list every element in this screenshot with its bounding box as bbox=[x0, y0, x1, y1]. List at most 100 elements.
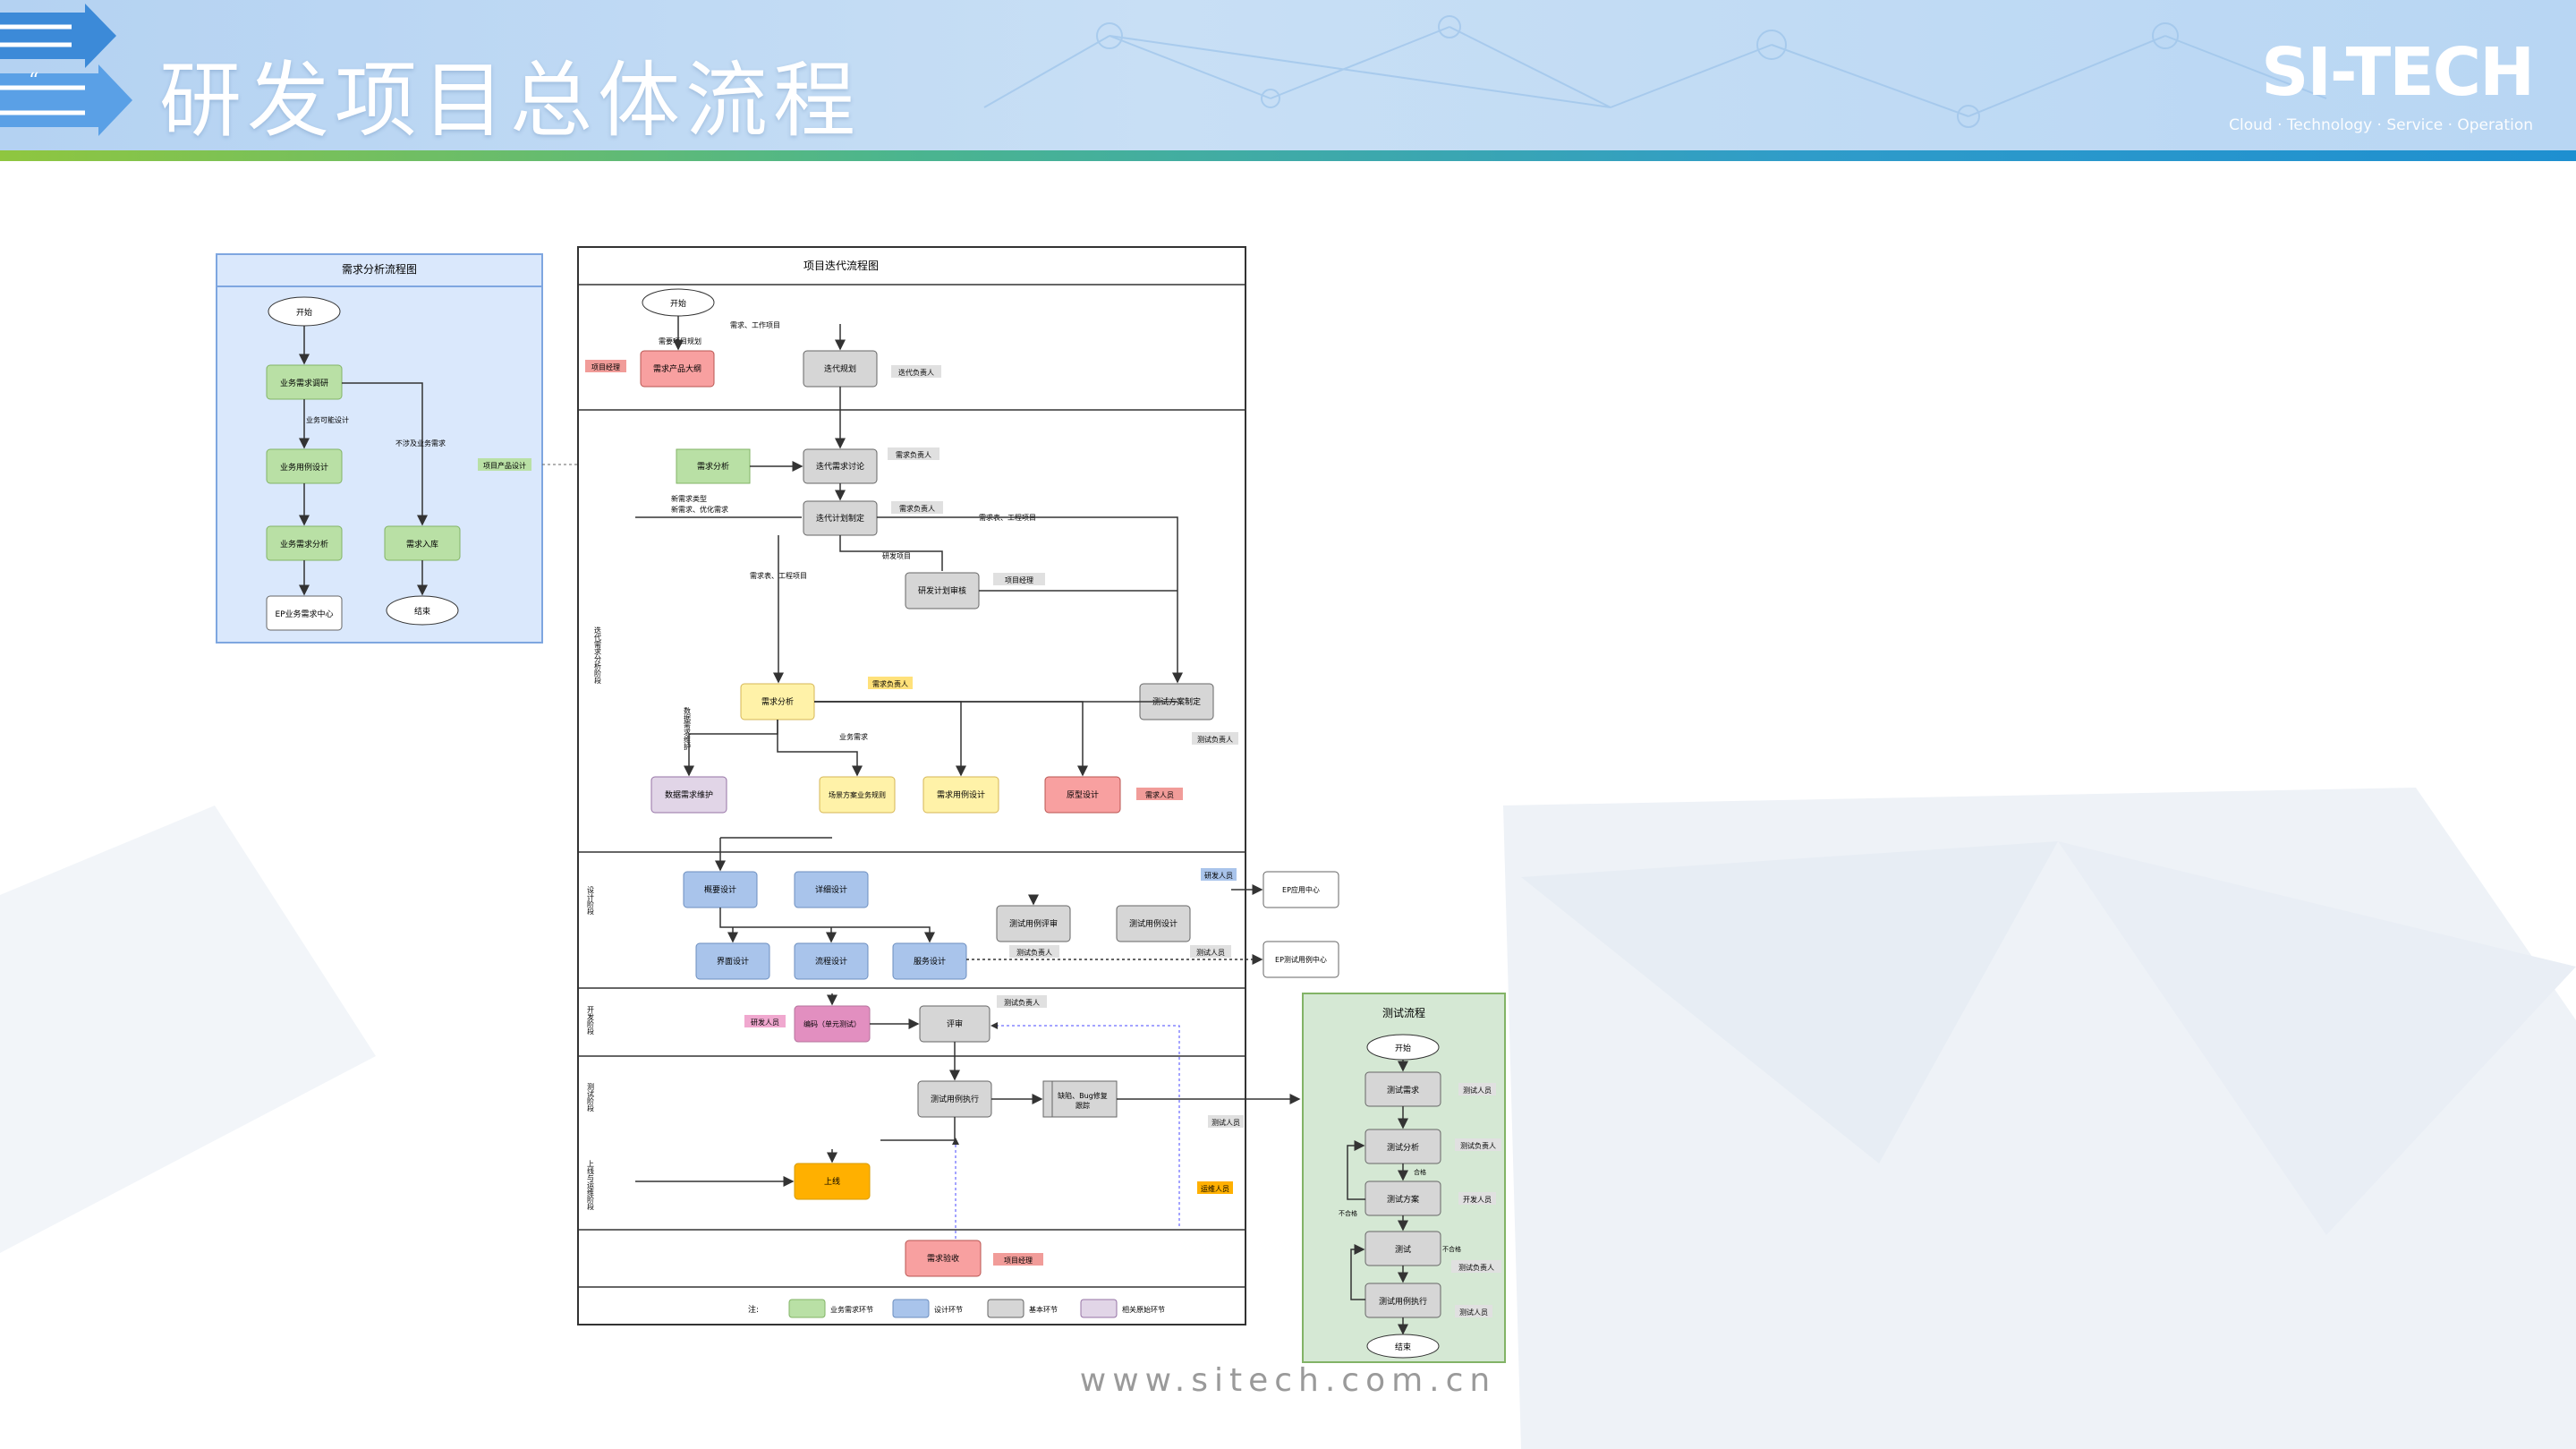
iter-node-22-label: 测试用例执行 bbox=[931, 1094, 979, 1104]
tag-6 bbox=[993, 573, 1045, 585]
lane-label-3: 开发阶段 bbox=[587, 1006, 595, 1036]
test-tag-1 bbox=[1458, 1083, 1496, 1095]
test-node-2-label: 测试分析 bbox=[1387, 1142, 1419, 1153]
test-tag-1-label: 测试人员 bbox=[1463, 1086, 1492, 1095]
test-tag-2 bbox=[1455, 1138, 1501, 1151]
iter-node-9 bbox=[650, 776, 727, 814]
arrows-icon bbox=[0, 4, 132, 136]
tag-6-label: 项目经理 bbox=[1005, 575, 1033, 584]
iter-node-11 bbox=[922, 776, 999, 814]
tag-21 bbox=[997, 995, 1047, 1008]
req-node-4-label: 需求入库 bbox=[406, 539, 438, 550]
tag-7-label: 需求负责人 bbox=[872, 679, 908, 688]
tag-8 bbox=[1192, 732, 1238, 745]
lane-label-1: 迭代需求分析阶段 bbox=[594, 626, 602, 685]
logo-wordmark: SI-TECH bbox=[2261, 34, 2535, 111]
iter-node-s1 bbox=[640, 350, 715, 388]
page-title: 研发项目总体流程 bbox=[159, 53, 862, 149]
footer-url[interactable]: www.sitech.com.cn bbox=[1079, 1362, 1497, 1399]
header-banner: “ 研发项目总体流程 SI-TECH Cloud · Technology · … bbox=[0, 0, 2576, 150]
company-logo: SI-TECH Cloud · Technology · Service · O… bbox=[2229, 34, 2535, 134]
test-node-4-label: 测试 bbox=[1395, 1244, 1411, 1255]
legend-purple-label: 相关原始环节 bbox=[1122, 1305, 1165, 1314]
tag-17-label: 测试人员 bbox=[1196, 948, 1225, 957]
legend-purple bbox=[1080, 1299, 1118, 1318]
tag-7 bbox=[868, 677, 913, 689]
iter-node-4-label: 迭代需求讨论 bbox=[816, 461, 864, 472]
tag-s1-label: 项目经理 bbox=[591, 362, 620, 371]
legend-green-label: 业务需求环节 bbox=[830, 1305, 873, 1314]
tag-20-label: 研发人员 bbox=[751, 1018, 779, 1027]
iter-label-6b: 研发项目 bbox=[882, 551, 911, 560]
tag-4-label: 需求负责人 bbox=[896, 450, 931, 459]
iter-node-24-label: 上线 bbox=[824, 1176, 840, 1187]
req-label-2: 不涉及业务需求 bbox=[395, 439, 446, 447]
tag-12-label: 需求人员 bbox=[1145, 790, 1174, 799]
iter-node-14 bbox=[794, 871, 869, 908]
tag-22 bbox=[1208, 1115, 1244, 1128]
iter-label-5: 新需求类型 bbox=[671, 494, 707, 503]
req-panel bbox=[216, 253, 543, 644]
iter-node-18 bbox=[996, 905, 1071, 942]
header-stripe bbox=[0, 150, 2576, 161]
tag-dev bbox=[1201, 868, 1237, 881]
tag-4 bbox=[888, 447, 939, 460]
iter-node-5-label: 迭代计划制定 bbox=[816, 513, 864, 524]
out-app-center-label: EP应用中心 bbox=[1282, 885, 1320, 894]
background-decoration bbox=[0, 788, 2576, 1449]
test-tag-3-label: 开发人员 bbox=[1463, 1195, 1492, 1204]
tag-25-label: 项目经理 bbox=[1004, 1256, 1033, 1265]
legend-gray-label: 基本环节 bbox=[1029, 1305, 1058, 1314]
test-node-3-label: 测试方案 bbox=[1387, 1194, 1419, 1205]
req-end bbox=[386, 595, 459, 626]
req-start-label: 开始 bbox=[296, 307, 312, 318]
network-decoration bbox=[983, 15, 2327, 128]
tag-20 bbox=[744, 1015, 786, 1027]
iter-node-12-label: 原型设计 bbox=[1067, 789, 1099, 800]
test-title: 测试流程 bbox=[1382, 1006, 1425, 1019]
req-node-5 bbox=[266, 595, 343, 631]
test-tag-4 bbox=[1451, 1260, 1501, 1273]
iter-node-18-label: 测试用例评审 bbox=[1009, 918, 1058, 929]
out-app-center bbox=[1262, 871, 1339, 908]
iter-node-17 bbox=[892, 942, 967, 980]
legend-note: 注: bbox=[748, 1304, 759, 1315]
tag-12 bbox=[1136, 788, 1183, 800]
iter-node-23 bbox=[1042, 1080, 1118, 1118]
iter-node-23-label: 缺陷、Bug修复 bbox=[1058, 1091, 1108, 1100]
iter-label-0: 需要项目规划 bbox=[659, 337, 701, 345]
iter-node-19 bbox=[1116, 905, 1191, 942]
logo-tagline: Cloud · Technology · Service · Operation bbox=[2229, 116, 2533, 134]
iter-label-10: 业务需求 bbox=[839, 732, 868, 741]
req-side-label: 项目产品设计 bbox=[483, 461, 526, 470]
tag-22-label: 测试人员 bbox=[1211, 1118, 1240, 1127]
tag-s1 bbox=[585, 360, 626, 372]
iter-node-15-label: 界面设计 bbox=[717, 956, 749, 967]
out-testcase-center-label: EP测试用例中心 bbox=[1275, 955, 1327, 964]
tag-8-label: 测试负责人 bbox=[1197, 735, 1233, 744]
iter-start-label: 开始 bbox=[670, 298, 686, 309]
out-testcase-center bbox=[1262, 941, 1339, 978]
test-tag-5 bbox=[1455, 1305, 1492, 1317]
legend-gray bbox=[987, 1299, 1024, 1318]
iter-node-25 bbox=[905, 1240, 982, 1277]
iter-node-3-label: 需求分析 bbox=[697, 461, 729, 472]
iter-node-14-label: 详细设计 bbox=[815, 884, 847, 895]
iter-node-3 bbox=[676, 448, 751, 484]
tag-25 bbox=[993, 1253, 1043, 1266]
iter-node-11-label: 需求用例设计 bbox=[937, 789, 985, 800]
req-node-2-label: 业务用例设计 bbox=[280, 462, 328, 473]
req-end-label: 结束 bbox=[414, 606, 430, 617]
test-tag-5-label: 测试人员 bbox=[1459, 1308, 1488, 1317]
iter-node-17-label: 服务设计 bbox=[914, 956, 946, 967]
test-tag-2-label: 测试负责人 bbox=[1460, 1141, 1496, 1150]
test-label-3b: 合格 bbox=[1414, 1168, 1426, 1176]
test-node-1-label: 测试需求 bbox=[1387, 1085, 1419, 1095]
req-label-1: 业务可能设计 bbox=[306, 415, 349, 424]
tag-24 bbox=[1197, 1181, 1233, 1194]
iter-node-s2-label: 迭代规划 bbox=[824, 363, 856, 374]
iter-node-16-label: 流程设计 bbox=[815, 956, 847, 967]
iter-node-16 bbox=[794, 942, 869, 980]
test-node-5-label: 测试用例执行 bbox=[1379, 1296, 1427, 1307]
